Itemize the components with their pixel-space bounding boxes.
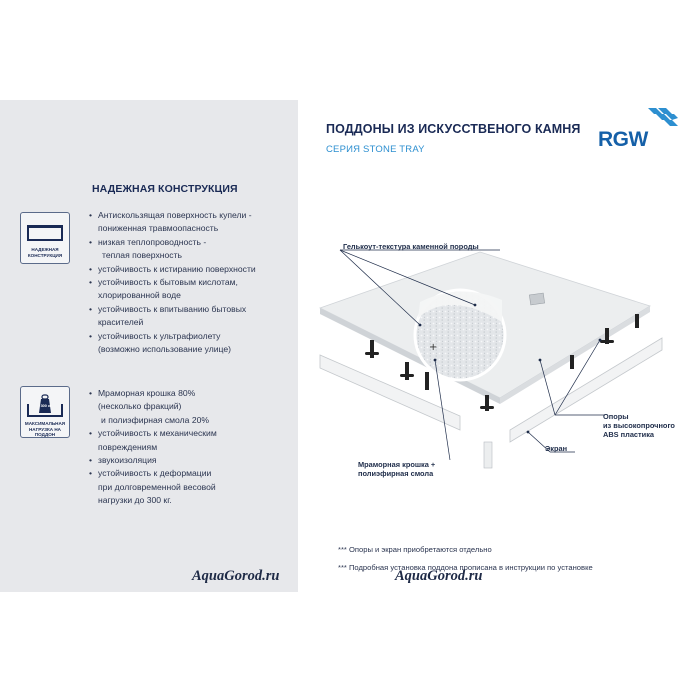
shelf-icon: [27, 225, 63, 241]
weight-value: 300 кг: [40, 404, 52, 408]
callout-gelcoat: Гелькоут-текстура каменной породы: [343, 242, 479, 251]
list-item: пониженная травмоопасность: [98, 223, 219, 234]
page-title: ПОДДОНЫ ИЗ ИСКУССТВЕНОГО КАМНЯ: [326, 122, 581, 136]
list-item: •устойчивость к ультрафиолету: [89, 330, 221, 341]
brand-logo: RGW: [598, 108, 678, 158]
list-item: •Антискользящая поверхность купели -: [89, 210, 252, 220]
list-item: хлорированной воде: [98, 290, 181, 301]
list-item: •звукоизоляция: [89, 455, 157, 466]
loose-support: [483, 441, 493, 469]
callout-supports-1: Опоры: [603, 412, 629, 421]
list-item: •Мраморная крошка 80%: [89, 388, 196, 398]
badge-label-4: НАГРУЗКА НА ПОДДОН: [28, 427, 61, 437]
list-item: •устойчивость к деформации: [89, 468, 212, 479]
callout-marble-2: полиэфирная смола: [358, 469, 434, 478]
note-2: *** Подробная установка поддона прописан…: [338, 563, 593, 572]
callout-supports-2: из высокопрочного: [603, 421, 675, 430]
top-band: [0, 0, 700, 100]
note-1: *** Опоры и экран приобретаются отдельно: [338, 545, 492, 554]
screen-panel-right: [509, 337, 663, 443]
section-title: НАДЕЖНАЯ КОНСТРУКЦИЯ: [92, 183, 238, 195]
series-subtitle: СЕРИЯ STONE TRAY: [326, 144, 425, 155]
shower-tray-illustration: +: [318, 249, 663, 469]
max-load-badge: 300 кг МАКСИМАЛЬНАЯ НАГРУЗКА НА ПОДДОН: [20, 386, 70, 438]
list-item: и полиэфирная смола 20%: [101, 414, 210, 425]
logo-stripes-icon: [648, 108, 678, 126]
left-panel: [0, 100, 298, 592]
list-item: при долговременной весовой: [98, 481, 216, 492]
badge-label-3: МАКСИМАЛЬНАЯ: [24, 421, 66, 426]
drain-grate: [529, 292, 545, 306]
support-feet: [365, 314, 639, 411]
callout-supports-3: ABS пластика: [603, 430, 655, 439]
feature-list-1: •Антискользящая поверхность купели - пон…: [88, 209, 256, 356]
list-item: •устойчивость к механическим: [89, 428, 217, 439]
list-item: •устойчивость к впитыванию бытовых: [89, 303, 247, 314]
list-item: •устойчивость к бытовым кислотам,: [89, 277, 238, 288]
list-item: •низкая теплопроводность -: [89, 236, 207, 247]
callout-marble-1: Мраморная крошка +: [358, 460, 436, 469]
gelcoat-layer: [418, 291, 502, 322]
list-item: красителей: [98, 317, 144, 328]
list-item: нагрузки до 300 кг.: [98, 495, 172, 506]
badge-label-2: КОНСТРУКЦИЯ: [27, 253, 63, 258]
list-item: теплая поверхность: [102, 250, 183, 261]
list-item: (несколько фракций): [98, 401, 182, 412]
construction-badge: НАДЕЖНАЯ КОНСТРУКЦИЯ: [20, 212, 70, 264]
svg-text:+: +: [429, 342, 437, 353]
bottom-band: [0, 592, 700, 700]
callout-screen: Экран: [545, 444, 568, 453]
magnifier-circle: [413, 288, 507, 382]
weight-icon: [27, 394, 63, 417]
watermark-right: AquaGorod.ru: [395, 568, 483, 584]
list-item: (возможно использование улице): [98, 344, 232, 355]
feature-list-2: •Мраморная крошка 80% (несколько фракций…: [88, 387, 217, 508]
list-item: •устойчивость к истиранию поверхности: [89, 263, 256, 274]
screen-panel-left: [319, 354, 461, 431]
list-item: повреждениям: [98, 441, 158, 452]
badge-label-1: НАДЕЖНАЯ: [31, 247, 59, 252]
callout-lines: [339, 249, 605, 461]
logo-text: RGW: [598, 128, 648, 151]
tray-side-right: [500, 306, 650, 404]
watermark-left: AquaGorod.ru: [192, 568, 280, 584]
